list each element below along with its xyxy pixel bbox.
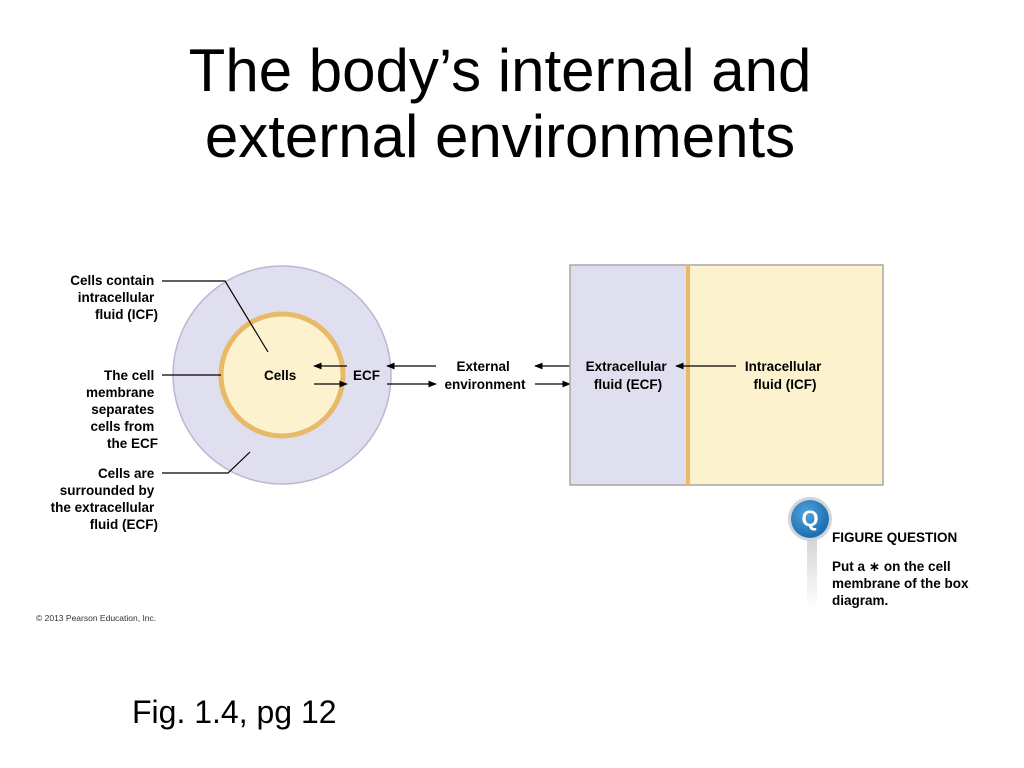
ecf-surround-label: Cells are surrounded by the extracellula…: [51, 466, 158, 532]
figure-question-panel: Q FIGURE QUESTION Put a ∗ on the cell me…: [780, 500, 980, 612]
figure-question-bar: [807, 524, 817, 608]
question-icon: Q: [791, 500, 829, 538]
title-line-1: The body’s internal and: [188, 37, 812, 104]
box-icf-region: [688, 265, 883, 485]
box-icf-label: Intracellular fluid (ICF): [745, 359, 825, 392]
ecf-leader-line: [162, 451, 251, 474]
box-outline: [569, 264, 884, 486]
icf-leader-line: [162, 280, 269, 353]
copyright-credit: © 2013 Pearson Education, Inc.: [36, 613, 157, 623]
figure-question-title: FIGURE QUESTION: [832, 530, 958, 545]
box-ecf-label: Extracellular fluid (ECF): [586, 359, 671, 392]
slide-title: The body’s internal and external environ…: [0, 38, 1000, 170]
ecf-label: ECF: [353, 368, 380, 383]
membrane-label: The cell membrane separates cells from t…: [86, 368, 158, 451]
icf-label: Cells contain intracellular fluid (ICF): [70, 273, 158, 322]
figure-question-text: Put a ∗ on the cell membrane of the box …: [832, 559, 969, 608]
box-ecf-region: [570, 265, 688, 485]
title-line-2: external environments: [204, 103, 796, 170]
external-environment-label: External environment: [444, 359, 526, 392]
figure-caption: Fig. 1.4, pg 12: [132, 694, 337, 730]
cells-label: Cells: [264, 368, 296, 383]
